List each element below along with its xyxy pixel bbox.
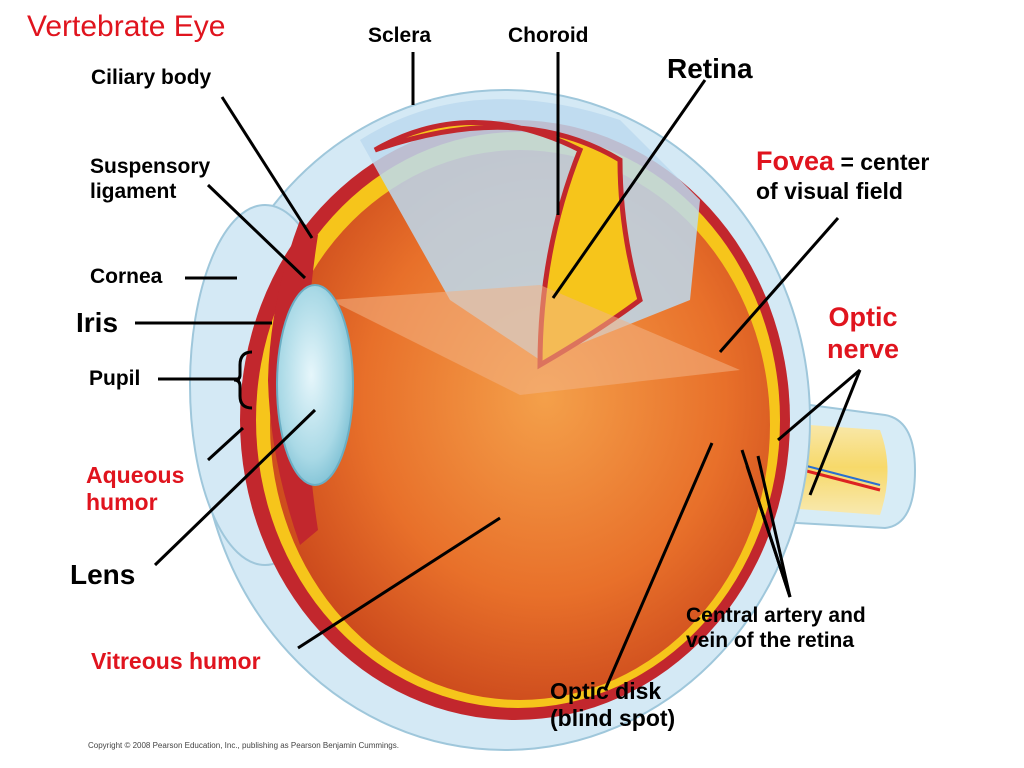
label-sclera: Sclera xyxy=(368,24,432,47)
label-optic-nerve-line1: Optic xyxy=(828,302,898,332)
page-title: Vertebrate Eye xyxy=(27,10,226,43)
label-pupil: Pupil xyxy=(89,367,141,390)
label-fovea-desc-line1: = center xyxy=(840,149,930,175)
label-central-artery-vein: Central artery and vein of the retina xyxy=(686,604,866,654)
label-optic-disk-line1: Optic disk xyxy=(550,678,662,704)
label-suspensory-ligament: Suspensory ligament xyxy=(90,155,210,205)
label-aqueous-line1: Aqueous xyxy=(86,462,185,488)
label-vitreous-humor: Vitreous humor xyxy=(91,648,261,674)
label-suspensory-line1: Suspensory xyxy=(90,155,211,178)
label-fovea: Fovea = center of visual field xyxy=(756,146,929,205)
label-fovea-desc-line2: of visual field xyxy=(756,177,903,204)
label-optic-disk: Optic disk (blind spot) xyxy=(550,678,675,732)
label-optic-nerve: Optic nerve xyxy=(827,302,899,366)
label-ciliary-body: Ciliary body xyxy=(91,66,212,89)
lens-shape xyxy=(276,284,354,486)
label-optic-nerve-line2: nerve xyxy=(827,333,900,364)
label-retina: Retina xyxy=(667,53,753,84)
label-central-line1: Central artery and xyxy=(686,604,866,627)
label-fovea-name: Fovea xyxy=(756,146,835,176)
label-choroid: Choroid xyxy=(508,24,589,47)
label-lens: Lens xyxy=(70,559,136,590)
label-suspensory-line2: ligament xyxy=(90,179,177,203)
label-iris: Iris xyxy=(76,307,119,338)
label-aqueous-humor: Aqueous humor xyxy=(86,462,184,516)
label-aqueous-line2: humor xyxy=(86,489,158,516)
label-cornea: Cornea xyxy=(90,265,163,288)
cut-plane xyxy=(330,285,740,395)
label-optic-disk-line2: (blind spot) xyxy=(550,705,676,732)
label-central-line2: vein of the retina xyxy=(686,628,855,652)
copyright-notice: Copyright © 2008 Pearson Education, Inc.… xyxy=(88,741,399,750)
leader-lines xyxy=(135,52,862,691)
